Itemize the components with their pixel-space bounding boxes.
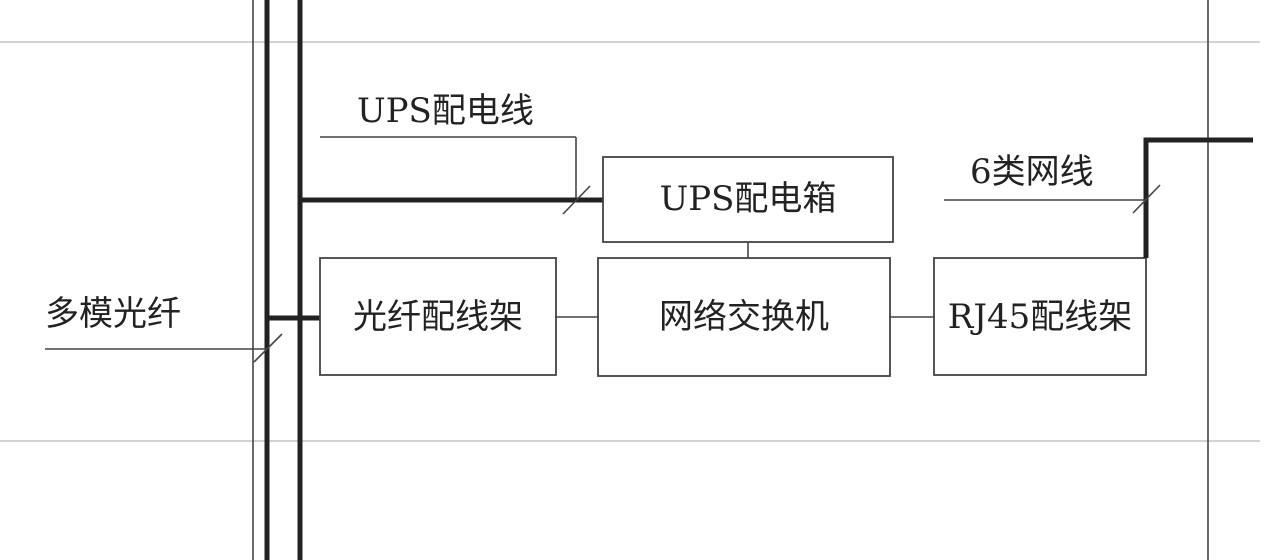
ups-line-label: UPS配电线 bbox=[357, 91, 534, 131]
cat6-cable-label: 6类网线 bbox=[970, 152, 1094, 192]
fiber-tick bbox=[253, 333, 283, 363]
fiber-patch-panel-label: 光纤配线架 bbox=[353, 297, 523, 337]
network-switch bbox=[597, 257, 891, 377]
ups-box bbox=[602, 156, 894, 243]
rj45-patch-panel bbox=[933, 257, 1147, 376]
network-switch-label: 网络交换机 bbox=[659, 297, 829, 337]
multimode-fiber-label: 多模光纤 bbox=[45, 294, 181, 334]
cat6-cable-line bbox=[1143, 137, 1253, 258]
cat6-tick bbox=[1132, 184, 1161, 214]
rj45-patch-panel-label: RJ45配线架 bbox=[948, 297, 1133, 337]
ups-line-tick bbox=[562, 185, 591, 215]
ups-box-label: UPS配电箱 bbox=[660, 179, 837, 219]
